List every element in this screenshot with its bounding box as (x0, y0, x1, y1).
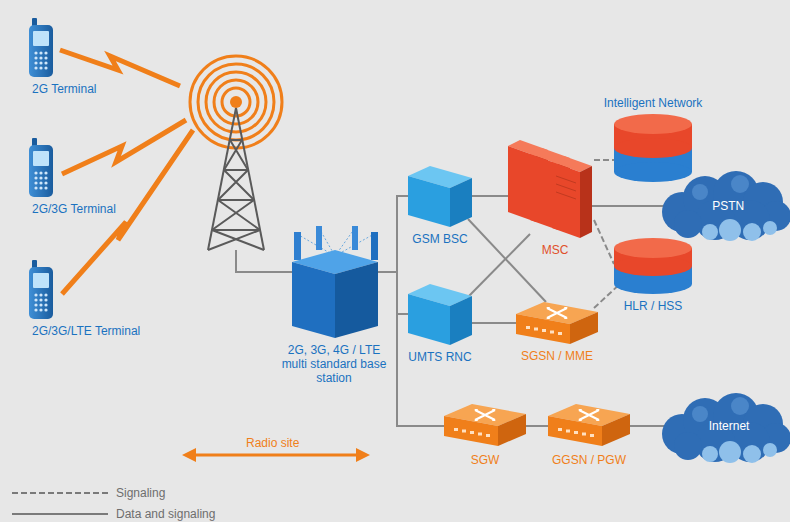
node-label: GGSN / PGW (552, 453, 626, 467)
controller-box: UMTS RNC (408, 283, 472, 345)
data-line (468, 219, 546, 302)
node-label: UMTS RNC (408, 350, 471, 364)
data-line (472, 195, 508, 197)
terminal: 2G Terminal (28, 18, 54, 78)
node-label: 2G, 3G, 4G / LTE multi standard base sta… (281, 343, 387, 385)
network-cloud: Internet (660, 392, 790, 460)
data-line (378, 196, 408, 272)
node-label: 2G/3G Terminal (32, 202, 116, 216)
region-label: Radio site (246, 436, 299, 450)
terminal: 2G/3G Terminal (28, 138, 54, 198)
node-label: SGW (471, 453, 500, 467)
legend-text: Data and signaling (116, 507, 215, 521)
node-label: 2G Terminal (32, 82, 96, 96)
legend-text: Signaling (116, 486, 165, 500)
legend-entry: Signaling (116, 486, 165, 500)
switch-server: MSC (508, 138, 602, 238)
signaling-line (594, 159, 614, 161)
base-station: 2G, 3G, 4G / LTE multi standard base sta… (290, 226, 378, 338)
node-label: HLR / HSS (624, 299, 683, 313)
node-label: GSM BSC (412, 232, 467, 246)
node-label: Intelligent Network (604, 96, 703, 110)
signaling-line (594, 220, 614, 264)
database-cylinder: HLR / HSS (614, 238, 692, 294)
data-line (468, 234, 530, 297)
controller-box: GSM BSC (408, 165, 472, 227)
node-label: PSTN (712, 199, 744, 213)
legend-entry: Data and signaling (116, 507, 215, 521)
data-line (526, 425, 548, 427)
data-line (378, 272, 408, 314)
data-line (592, 205, 664, 207)
database-cylinder: Intelligent Network (614, 114, 692, 182)
node-label: MSC (542, 243, 569, 257)
node-label: 2G/3G/LTE Terminal (32, 324, 140, 338)
node-label: Internet (709, 419, 750, 433)
node-label: SGSN / MME (521, 349, 593, 363)
router-box: GGSN / PGW (548, 404, 630, 448)
terminal: 2G/3G/LTE Terminal (28, 260, 54, 320)
network-cloud: PSTN (660, 170, 790, 242)
data-line (630, 425, 664, 427)
router-box: SGW (444, 404, 526, 448)
router-box: SGSN / MME (516, 302, 598, 344)
data-line (472, 322, 516, 324)
